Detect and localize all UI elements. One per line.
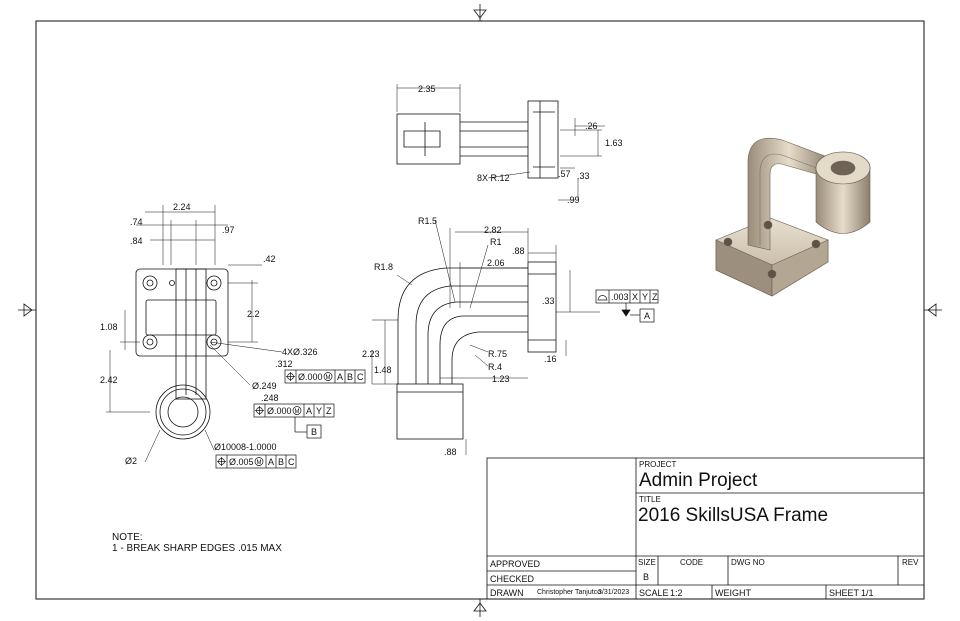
dim-text: R1.8 — [374, 262, 393, 272]
flatness-tol: .003 — [611, 292, 629, 302]
size-label: SIZE — [638, 558, 656, 567]
flatness-datum: X — [632, 292, 638, 302]
title-label: TITLE — [639, 495, 661, 504]
dim-text: .42 — [263, 254, 276, 264]
dim-text: .248 — [261, 393, 279, 403]
dim-text: R.4 — [488, 362, 502, 372]
checked-label: CHECKED — [490, 574, 535, 584]
dwg-no-label: DWG NO — [731, 558, 765, 567]
dim-text: 1.23 — [492, 374, 510, 384]
dim-text: .57 — [558, 169, 571, 179]
top-view-dims: 2.35 .26 1.63 .57 .33 .99 8X R.12 — [418, 84, 623, 205]
fcf-3 — [215, 454, 297, 469]
flatness-datum: Z — [652, 292, 658, 302]
dim-text: .84 — [130, 236, 143, 246]
fcf-2 — [253, 403, 335, 439]
title-block-grid — [486, 457, 925, 600]
fcf-1-datum: C — [357, 372, 364, 382]
fcf-flatness — [595, 289, 659, 323]
fcf-2-datum: Z — [326, 406, 332, 416]
code-label: CODE — [680, 558, 704, 567]
approved-label: APPROVED — [490, 559, 541, 569]
side-view — [371, 219, 600, 455]
fcf-1-datum: B — [347, 372, 353, 382]
drawn-label: DRAWN — [490, 588, 524, 598]
drawn-date: 3/31/2023 — [598, 589, 630, 596]
fcf-1-tol: Ø.000 — [298, 372, 323, 382]
dim-text: 2.23 — [362, 349, 380, 359]
title-value: 2016 SkillsUSA Frame — [638, 505, 829, 526]
fcf-1-mod: M — [326, 375, 331, 381]
datum-a-label: A — [644, 311, 650, 321]
fcf-3-datum: B — [278, 457, 284, 467]
scale-value: 1:2 — [670, 588, 683, 598]
dim-text: .74 — [130, 217, 143, 227]
dim-text: .26 — [585, 121, 598, 131]
dim-text: .88 — [444, 447, 457, 457]
dim-text: 2.42 — [100, 375, 118, 385]
dim-text: R1.5 — [418, 216, 437, 226]
size-value: B — [643, 572, 650, 582]
front-view-dims: .74 2.24 .84 .97 .42 2.2 1.08 2.42 .312 … — [100, 202, 318, 466]
dim-text: Ø.249 — [252, 381, 277, 391]
side-view-dims: R1.5 2.82 R1 .88 R1.8 2.06 .33 2.23 1.48… — [362, 216, 557, 457]
datum-b-label: B — [311, 427, 317, 437]
dim-text: .33 — [542, 296, 555, 306]
dim-text: 2.06 — [487, 258, 505, 268]
fcf-2-datum: A — [306, 406, 312, 416]
dim-text: .88 — [512, 246, 525, 256]
sheet-value: 1/1 — [861, 588, 874, 598]
project-value: Admin Project — [639, 470, 758, 491]
fcf-3-datum: C — [288, 457, 295, 467]
project-label: PROJECT — [639, 460, 677, 469]
notes: NOTE: 1 - BREAK SHARP EDGES .015 MAX — [112, 532, 282, 554]
dim-text: Ø2 — [125, 456, 137, 466]
rev-label: REV — [902, 558, 919, 567]
dim-text: 8X R.12 — [477, 173, 510, 183]
drawn-by: Christopher Tanjutco — [537, 589, 602, 596]
fcf-2-mod: M — [295, 409, 300, 415]
fcf-1 — [284, 369, 366, 384]
fcf-2-tol: Ø.000 — [267, 406, 292, 416]
note-line: 1 - BREAK SHARP EDGES .015 MAX — [112, 543, 282, 554]
dim-text: 1.63 — [605, 138, 623, 148]
sheet-label: SHEET — [829, 588, 860, 598]
dim-text: .16 — [544, 354, 557, 364]
dim-text: Ø10008-1.0000 — [214, 442, 277, 452]
top-view — [396, 84, 605, 201]
weight-label: WEIGHT — [715, 588, 751, 598]
dim-text: 2.35 — [418, 84, 436, 94]
centering-marks — [18, 4, 942, 617]
note-title: NOTE: — [112, 532, 143, 543]
fcf-3-tol: Ø.005 — [229, 457, 254, 467]
dim-text: .33 — [577, 171, 590, 181]
isometric-render — [715, 137, 871, 297]
dim-text: 2.2 — [247, 309, 260, 319]
dim-text: 2.82 — [484, 225, 502, 235]
dim-text: 1.48 — [374, 365, 392, 375]
fcf-1-datum: A — [337, 372, 343, 382]
fcf-3-mod: M — [257, 460, 262, 466]
dim-text: 2.24 — [173, 202, 191, 212]
dim-text: 1.08 — [100, 322, 118, 332]
dim-text: .99 — [567, 195, 580, 205]
dim-text: .312 — [275, 359, 293, 369]
dim-text: R.75 — [488, 349, 507, 359]
dim-text: 4XØ.326 — [282, 347, 318, 357]
fcf-2-datum: Y — [316, 406, 322, 416]
scale-label: SCALE — [639, 588, 669, 598]
dim-text: .97 — [222, 225, 235, 235]
fcf-3-datum: A — [268, 457, 274, 467]
flatness-datum: Y — [642, 292, 648, 302]
dim-text: R1 — [490, 237, 502, 247]
front-view — [106, 205, 283, 463]
